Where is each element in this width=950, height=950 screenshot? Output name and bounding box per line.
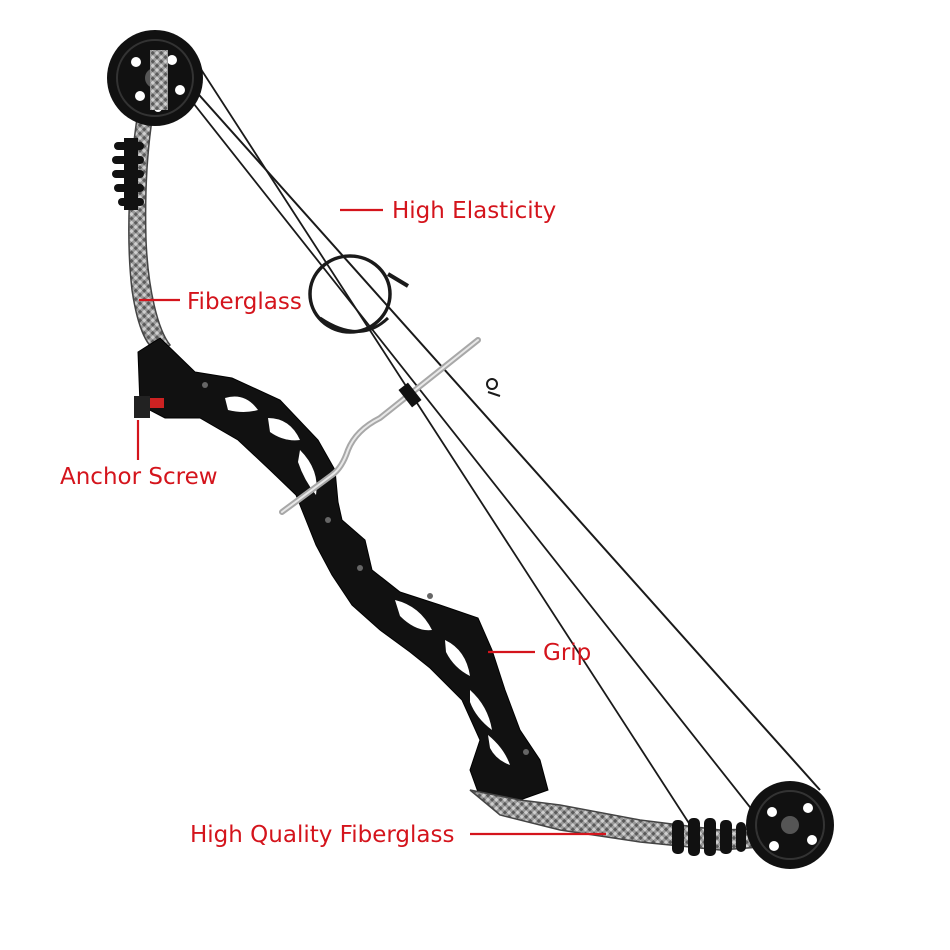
cable-a	[174, 79, 773, 836]
lower-cam-wheel-icon	[746, 781, 834, 869]
cam-wheel-icon	[107, 30, 203, 126]
label-grip: Grip	[543, 640, 591, 666]
label-anchor-screw: Anchor Screw	[60, 464, 218, 490]
main-string	[149, 39, 821, 791]
label-high-elasticity: High Elasticity	[392, 198, 556, 224]
callout-grip: Grip	[488, 640, 591, 666]
callout-anchor-screw: Anchor Screw	[60, 420, 218, 490]
peep-loop-icon	[308, 254, 410, 334]
callout-fiberglass: Fiberglass	[139, 289, 302, 315]
callout-high-quality-fiberglass: High Quality Fiberglass	[190, 822, 606, 848]
callout-high-elasticity: High Elasticity	[340, 198, 556, 224]
riser-screws	[202, 382, 529, 755]
nock-point	[486, 378, 498, 390]
riser-cutouts	[225, 396, 510, 765]
cable-b	[194, 59, 706, 849]
riser	[137, 337, 549, 801]
anchor-screw-part	[134, 396, 164, 418]
arrow-rest-icon	[279, 337, 481, 515]
limb-damper-icon	[112, 138, 144, 210]
bow-strings	[149, 39, 821, 849]
label-high-quality-fiberglass: High Quality Fiberglass	[190, 822, 454, 848]
lower-limb-damper-icon	[672, 818, 746, 856]
label-fiberglass: Fiberglass	[187, 289, 302, 315]
